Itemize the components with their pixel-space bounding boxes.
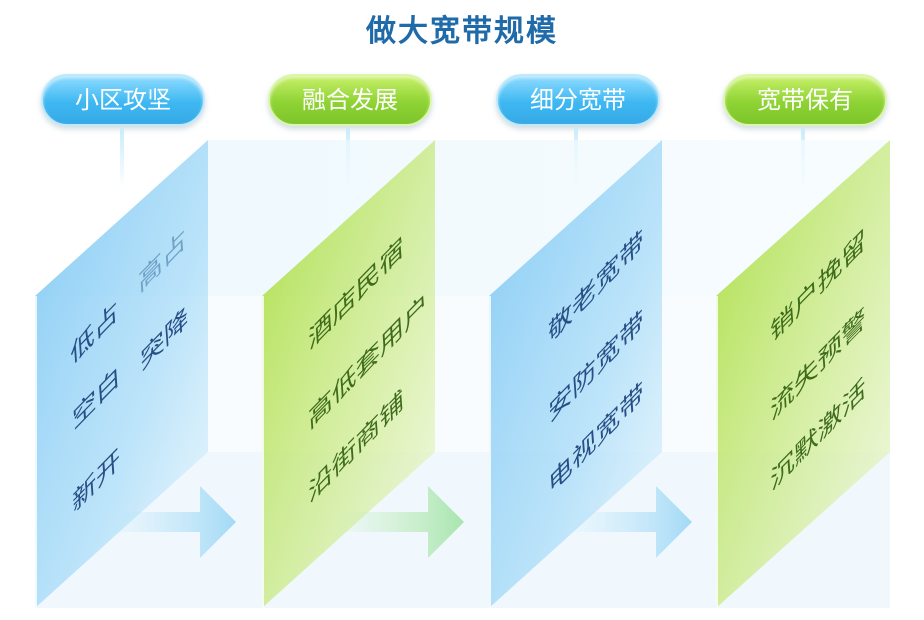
stage-4-panel xyxy=(716,140,890,608)
arrow-3 xyxy=(560,486,692,558)
top-glass-band xyxy=(35,140,890,296)
stage-2-pill: 融合发展 xyxy=(268,74,432,126)
stage-1-panel xyxy=(35,140,208,608)
arrow-1 xyxy=(100,486,236,558)
stage-4-item-3: 沉默激活 xyxy=(763,376,869,496)
arrow-2 xyxy=(330,486,464,558)
stage-4-pill: 宽带保有 xyxy=(723,74,887,126)
stage-1-back-item-2: 突降 xyxy=(133,305,191,376)
stage-3-item-3: 电视宽带 xyxy=(541,380,647,500)
stage-3-panel xyxy=(489,140,662,608)
stage-2-item-3: 沿街商铺 xyxy=(301,388,407,508)
diagram-title: 做大宽带规模 xyxy=(366,14,558,49)
stage-2-panel xyxy=(262,140,435,608)
stage-1-item-3: 新开 xyxy=(65,447,123,518)
stage-1-item-2: 空白 xyxy=(65,364,123,435)
stage-1-back-item-1: 高占 xyxy=(131,227,189,298)
stage-1-pill: 小区攻坚 xyxy=(41,74,205,126)
stage-1-connector xyxy=(120,128,124,188)
stage-3-pill: 细分宽带 xyxy=(496,74,660,126)
